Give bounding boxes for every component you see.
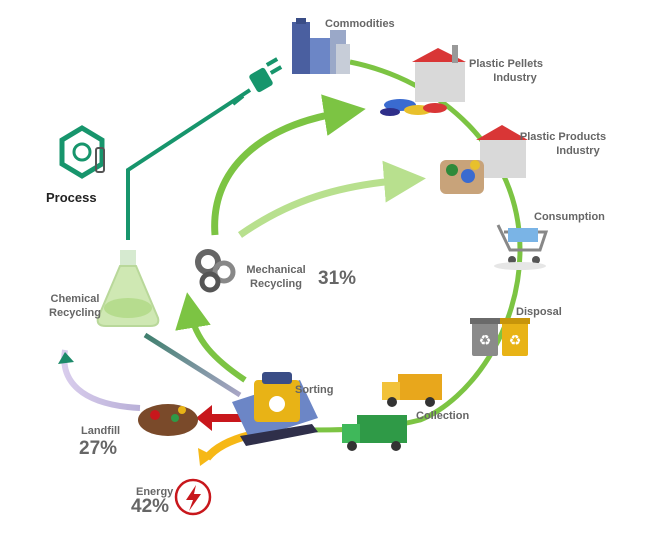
recycle-bins-icon: ♻ ♻ — [470, 318, 530, 356]
chemical-label: Chemical Recycling — [40, 292, 110, 320]
consumption-label: Consumption — [534, 211, 605, 223]
products-industry-icon — [440, 125, 528, 194]
products-label-line2: Industry — [556, 145, 600, 157]
pellets-label-line1: Plastic Pellets — [469, 58, 543, 70]
chemical-to-process-line — [126, 88, 252, 240]
svg-text:♻: ♻ — [509, 332, 522, 348]
landfill-percent: 27% — [79, 438, 118, 459]
landfill-icon — [138, 404, 198, 436]
products-label: Plastic Products Industry — [508, 130, 618, 158]
landfill-label: Landfill — [81, 425, 121, 437]
sorting-label: Sorting — [295, 384, 334, 396]
mechanical-label-line1: Mechanical — [246, 264, 306, 276]
collection-label: Collection — [416, 410, 470, 422]
sorting-to-chemical-line — [143, 332, 242, 398]
mechanical-to-pellets-arrow — [211, 94, 366, 236]
shopping-cart-icon — [494, 224, 549, 270]
process-label: Process — [46, 190, 97, 205]
energy-label: Energy — [136, 486, 174, 498]
pellets-industry-icon — [380, 45, 466, 116]
yellow-truck-icon — [382, 374, 442, 407]
plug-icon — [231, 57, 283, 106]
mechanical-label-line2: Recycling — [250, 278, 302, 290]
commodities-icon — [292, 18, 350, 74]
chemical-label-line1: Chemical — [50, 293, 100, 305]
energy-icon — [174, 478, 212, 516]
mechanical-label: Mechanical Recycling — [241, 263, 311, 291]
green-truck-icon — [342, 415, 407, 451]
gears-icon — [195, 249, 236, 293]
pellets-label: Plastic Pellets Industry — [456, 57, 556, 85]
commodities-label: Commodities — [325, 18, 395, 30]
disposal-label: Disposal — [516, 306, 562, 318]
mechanical-percent: 31% — [318, 268, 357, 289]
pellets-label-line2: Industry — [493, 72, 537, 84]
landfill-return-arrow — [61, 349, 141, 411]
products-label-line1: Plastic Products — [519, 131, 607, 143]
energy-percent: 42% — [131, 496, 170, 517]
flask-icon — [96, 250, 160, 327]
chemical-label-line2: Recycling — [49, 307, 101, 319]
sorting-to-mechanical-arrow — [175, 292, 247, 383]
svg-text:♻: ♻ — [479, 332, 492, 348]
sorting-machine-icon — [232, 372, 318, 446]
mechanical-to-products-arrow — [237, 160, 426, 238]
process-icon — [59, 125, 105, 179]
